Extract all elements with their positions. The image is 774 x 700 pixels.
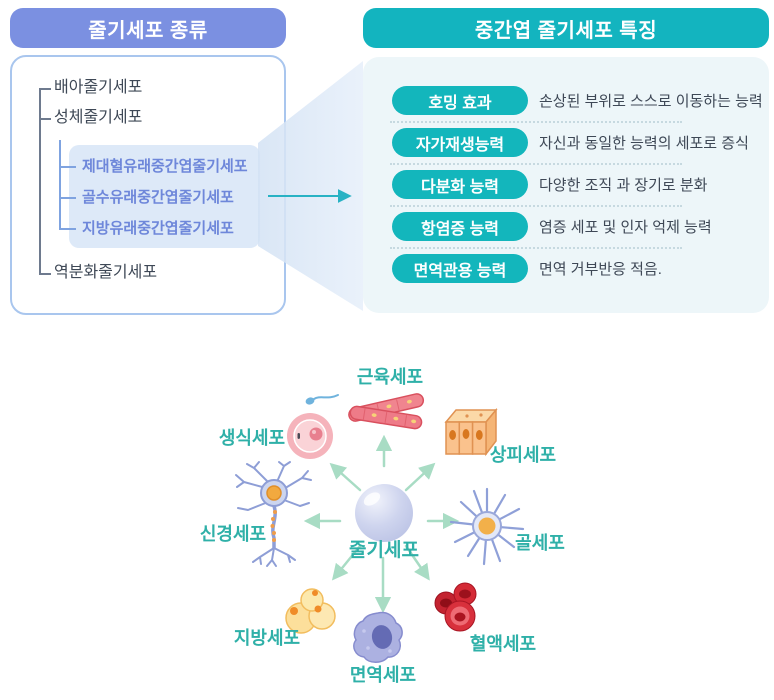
tree-item-embryonic: 배아줄기세포 bbox=[54, 79, 143, 96]
feature-desc-multipotency: 다양한 조직 과 장기로 분화 bbox=[539, 177, 708, 194]
feature-row-anti-inflammatory: 항염증 능력 염증 세포 및 인자 억제 능력 bbox=[392, 212, 712, 241]
msc-features-title: 중간엽 줄기세포 특징 bbox=[474, 19, 658, 42]
tree-item-adipose-msc: 지방유래중간엽줄기세포 bbox=[82, 220, 234, 237]
feature-pill-self-renewal: 자가재생능력 bbox=[392, 128, 528, 157]
feature-row-homing: 호밍 효과 손상된 부위로 스스로 이동하는 능력 bbox=[392, 86, 763, 115]
dotted-divider bbox=[390, 121, 682, 123]
feature-row-self-renewal: 자가재생능력 자신과 동일한 능력의 세포로 증식 bbox=[392, 128, 749, 157]
blood-cell-icon bbox=[431, 580, 485, 641]
feature-row-immune-tolerance: 면역관용 능력 면역 거부반응 적음. bbox=[392, 254, 662, 283]
msc-features-header: 중간엽 줄기세포 특징 bbox=[363, 8, 769, 48]
feature-desc-self-renewal: 자신과 동일한 능력의 세포로 증식 bbox=[539, 135, 749, 152]
feature-desc-immune-tolerance: 면역 거부반응 적음. bbox=[539, 261, 662, 278]
nerve-cell-label: 신경세포 bbox=[199, 524, 267, 544]
feature-desc-anti-inflammatory: 염증 세포 및 인자 억제 능력 bbox=[539, 219, 712, 236]
blood-cell-label: 혈액세포 bbox=[469, 634, 537, 654]
tree-item-induced-pluripotent: 역분화줄기세포 bbox=[54, 264, 158, 281]
feature-desc-homing: 손상된 부위로 스스로 이동하는 능력 bbox=[539, 93, 763, 110]
stem-cell-center-label: 줄기세포 bbox=[349, 540, 419, 561]
germ-cell-label: 생식세포 bbox=[218, 428, 286, 448]
immune-cell-icon bbox=[349, 610, 407, 671]
tree-item-cord-blood-msc: 제대혈유래중간엽줄기세포 bbox=[82, 158, 248, 175]
stem-cell-types-title: 줄기세포 종류 bbox=[88, 19, 208, 42]
msc-features-panel: 호밍 효과 손상된 부위로 스스로 이동하는 능력 자가재생능력 자신과 동일한… bbox=[363, 57, 769, 313]
tree-line bbox=[59, 166, 76, 168]
bone-cell-icon bbox=[447, 484, 527, 573]
dotted-divider bbox=[390, 163, 682, 165]
feature-pill-multipotency: 다분화 능력 bbox=[392, 170, 528, 199]
tree-item-adult: 성체줄기세포 bbox=[54, 109, 143, 126]
muscle-cell-icon bbox=[344, 385, 428, 438]
feature-row-multipotency: 다분화 능력 다양한 조직 과 장기로 분화 bbox=[392, 170, 707, 199]
epithelial-cell-label: 상피세포 bbox=[489, 445, 557, 465]
tree-line bbox=[39, 118, 51, 120]
tree-line bbox=[59, 140, 61, 230]
tree-line bbox=[39, 273, 51, 275]
epithelial-cell-icon bbox=[441, 405, 499, 466]
immune-cell-label: 면역세포 bbox=[349, 665, 417, 685]
mesenchymal-highlight-box bbox=[69, 145, 260, 248]
tree-line bbox=[59, 197, 76, 199]
stem-cell-sphere bbox=[355, 484, 413, 542]
feature-pill-homing: 호밍 효과 bbox=[392, 86, 528, 115]
fat-cell-icon bbox=[281, 586, 341, 641]
arrow-to-epithelial-cell bbox=[404, 462, 436, 492]
stem-cell-types-panel: 배아줄기세포 성체줄기세포 제대혈유래중간엽줄기세포 골수유래중간엽줄기세포 지… bbox=[10, 55, 286, 315]
tree-line bbox=[39, 88, 41, 275]
muscle-cell-label: 근육세포 bbox=[356, 367, 424, 387]
feature-pill-immune-tolerance: 면역관용 능력 bbox=[392, 254, 528, 283]
nerve-cell-icon bbox=[232, 460, 316, 575]
fat-cell-label: 지방세포 bbox=[233, 628, 301, 648]
bone-cell-label: 골세포 bbox=[515, 533, 565, 553]
tree-item-bone-marrow-msc: 골수유래중간엽줄기세포 bbox=[82, 189, 234, 206]
tree-line bbox=[59, 228, 76, 230]
germ-cell-icon bbox=[280, 392, 344, 469]
feature-pill-anti-inflammatory: 항염증 능력 bbox=[392, 212, 528, 241]
tree-line bbox=[39, 88, 51, 90]
stem-cell-types-header: 줄기세포 종류 bbox=[10, 8, 286, 48]
dotted-divider bbox=[390, 205, 682, 207]
dotted-divider bbox=[390, 247, 682, 249]
